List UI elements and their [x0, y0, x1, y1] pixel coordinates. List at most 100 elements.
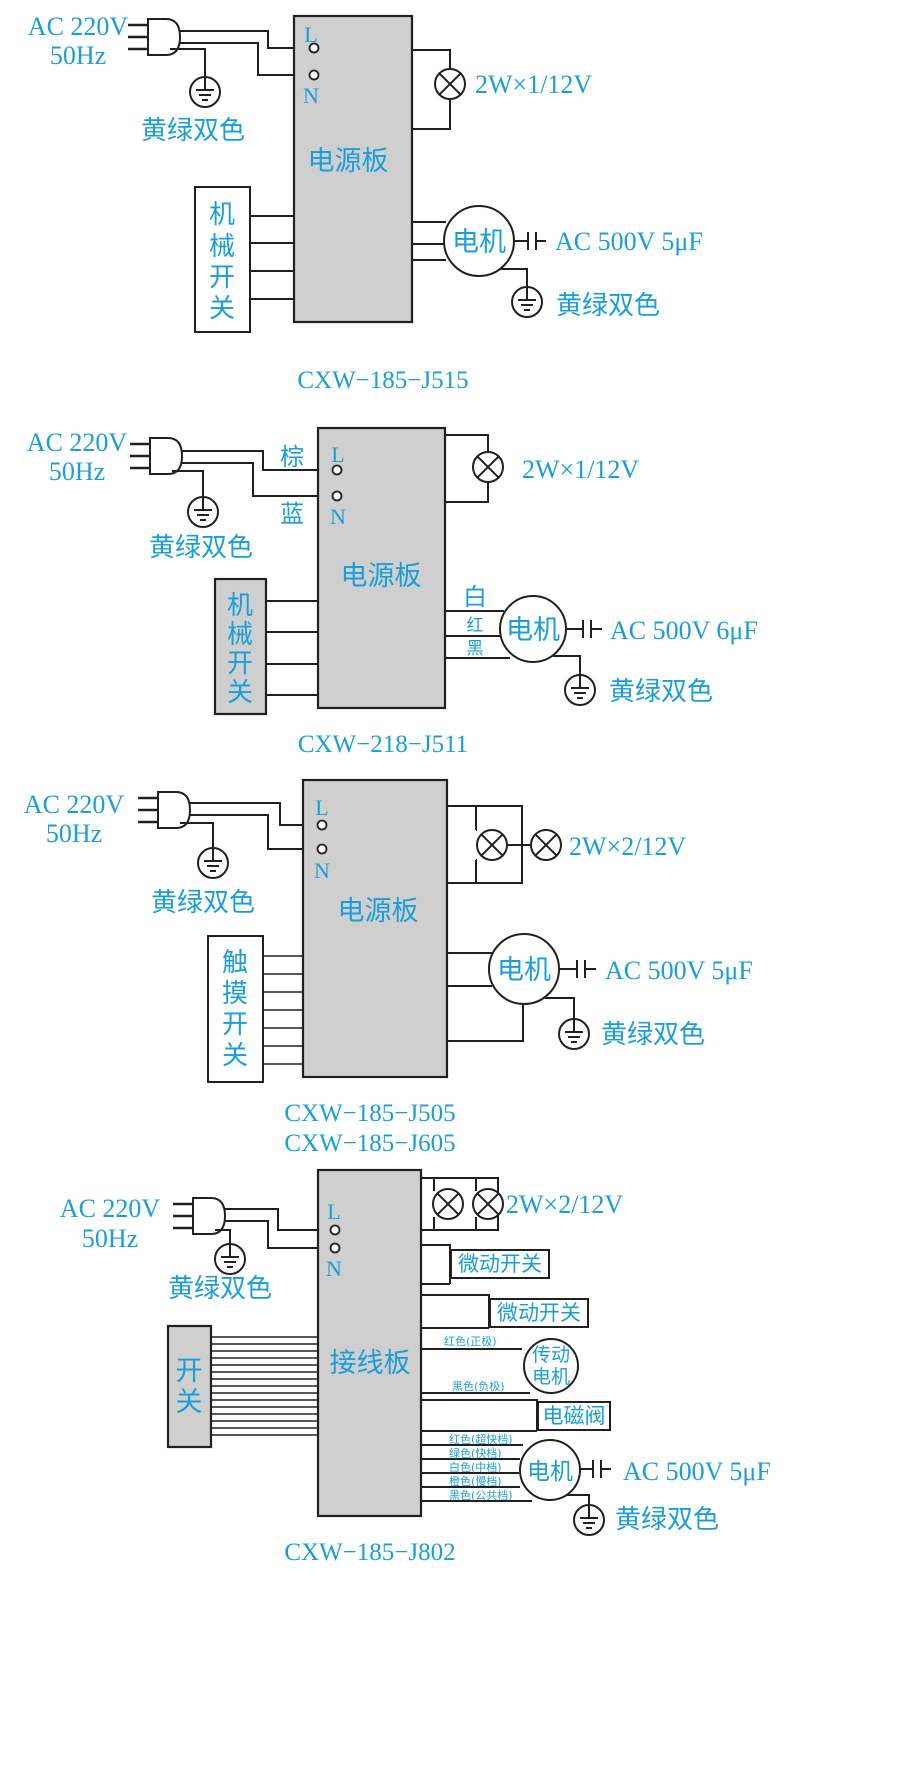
ground-icon — [189, 76, 221, 108]
ground-icon — [187, 496, 219, 528]
drive-motor-wires — [421, 1348, 530, 1394]
capacitor-icon — [566, 620, 602, 638]
capacitor-icon — [559, 960, 596, 978]
board-label: 电源板 — [308, 146, 389, 177]
motor-wire-4: 橙色(慢档) — [449, 1474, 502, 1488]
power-board — [292, 14, 414, 324]
terminal-n — [329, 1242, 341, 1254]
motor-wire-red: 红 — [467, 616, 484, 636]
diagram-3: AC 220V 50Hz 黄绿双色 L N 电源板 2W×2/12V 电机 AC… — [24, 778, 753, 1157]
power-input-frequency: 50Hz — [49, 457, 105, 486]
lamp-stubs — [476, 829, 477, 861]
motor-ground-label: 黄绿双色 — [556, 291, 660, 321]
terminal-n-label: N — [314, 858, 330, 883]
lamp-icon-1 — [476, 829, 508, 861]
live-wire — [225, 1208, 335, 1231]
model-caption-2: CXW−185−J605 — [284, 1130, 455, 1157]
terminal-l-label: L — [331, 442, 344, 467]
power-board — [301, 778, 449, 1079]
switch-label-4: 关 — [222, 1041, 248, 1071]
lamp-icon — [434, 68, 466, 100]
power-input-voltage: AC 220V — [28, 12, 129, 41]
micro-switch-1-wires — [421, 1244, 451, 1285]
ground-label: 黄绿双色 — [151, 888, 255, 918]
capacitor-icon — [514, 232, 546, 250]
motor-ground-icon — [558, 1018, 590, 1050]
switch-label-4: 关 — [209, 294, 235, 324]
ground-label: 黄绿双色 — [168, 1274, 272, 1304]
ground-label: 黄绿双色 — [149, 533, 253, 563]
motor-wire-1: 红色(超快档) — [449, 1432, 513, 1446]
diagram-2: AC 220V 50Hz 棕 蓝 黄绿双色 L N 电源板 2W×1/12V 白… — [27, 426, 758, 758]
switch-label-3: 开 — [222, 1010, 248, 1040]
micro-switch-1 — [450, 1249, 550, 1279]
terminal-n-label: N — [303, 83, 319, 108]
model-caption-1: CXW−185−J505 — [284, 1100, 455, 1127]
switch-label-2: 械 — [209, 232, 235, 262]
drive-wire-positive: 红色(正极) — [444, 1334, 497, 1348]
motor-label: 电机 — [506, 615, 560, 646]
motor-label: 电机 — [527, 1459, 573, 1485]
motor-ground-icon — [564, 674, 596, 706]
lamp-icon-1 — [432, 1188, 464, 1220]
power-input-voltage: AC 220V — [60, 1194, 161, 1223]
live-wire — [182, 450, 337, 471]
touch-switch — [207, 935, 264, 1083]
neutral-wire — [180, 42, 313, 76]
lamp-icon — [472, 451, 504, 483]
switch-label-1: 开 — [176, 1356, 203, 1387]
neutral-wire — [225, 1220, 335, 1249]
terminal-l-label: L — [304, 22, 317, 47]
live-wire — [180, 30, 313, 49]
motor-wire-white: 白 — [463, 583, 487, 611]
drive-wire-negative: 黑色(负极) — [452, 1379, 505, 1393]
motor-ground-icon — [573, 1504, 605, 1536]
power-input-voltage: AC 220V — [24, 790, 125, 819]
micro-switch-2-label: 微动开关 — [497, 1301, 581, 1325]
model-caption: CXW−218−J511 — [298, 731, 468, 758]
switch-label-3: 开 — [227, 649, 253, 679]
terminal-n — [316, 843, 328, 855]
board-label: 电源板 — [341, 561, 422, 592]
wire-l-color: 棕 — [280, 443, 304, 471]
switch-label-4: 关 — [227, 678, 253, 708]
neutral-wire — [182, 462, 337, 497]
model-caption: CXW−185−J802 — [284, 1539, 455, 1566]
motor-ground-label: 黄绿双色 — [615, 1505, 719, 1535]
motor-ground-wire — [567, 1494, 590, 1507]
motor-ground-label: 黄绿双色 — [601, 1020, 705, 1050]
ground-wire — [180, 822, 214, 848]
mechanical-switch — [213, 577, 268, 716]
capacitor-icon — [580, 1460, 611, 1478]
switch-label-2: 械 — [227, 620, 253, 650]
power-plug-icon — [171, 1196, 227, 1236]
motor-ground-wire — [500, 268, 528, 287]
ground-icon — [214, 1243, 246, 1275]
motor-wire-5: 黑色(公共档) — [449, 1488, 513, 1502]
lamp-label: 2W×1/12V — [522, 455, 639, 484]
capacitor-label: AC 500V 6μF — [610, 616, 758, 645]
diagram-1: AC 220V 50Hz 黄绿双色 L N 电源板 2W×1/12V 电机 AC… — [28, 12, 703, 394]
motor-ground-label: 黄绿双色 — [609, 677, 713, 707]
motor-wire-black: 黑 — [467, 639, 484, 659]
terminal-n — [331, 490, 343, 502]
ground-label: 黄绿双色 — [141, 116, 245, 146]
lamp-wires — [445, 434, 489, 503]
power-input-voltage: AC 220V — [27, 428, 128, 457]
terminal-n-label: N — [330, 504, 346, 529]
motor-wires — [412, 221, 446, 261]
micro-switch-2 — [489, 1298, 589, 1328]
switch-wires — [266, 600, 318, 696]
solenoid-wires — [421, 1399, 538, 1432]
lamp-label: 2W×2/12V — [569, 832, 686, 861]
lamp-wires — [447, 805, 523, 884]
live-wire — [190, 802, 322, 826]
motor-label: 电机 — [497, 955, 551, 986]
motor-wires — [447, 952, 492, 987]
motor-wire-2: 绿色(快档) — [449, 1446, 502, 1460]
terminal-l-label: L — [327, 1199, 340, 1224]
micro-switch-2-wires — [421, 1294, 490, 1329]
ground-wire — [215, 1229, 231, 1246]
